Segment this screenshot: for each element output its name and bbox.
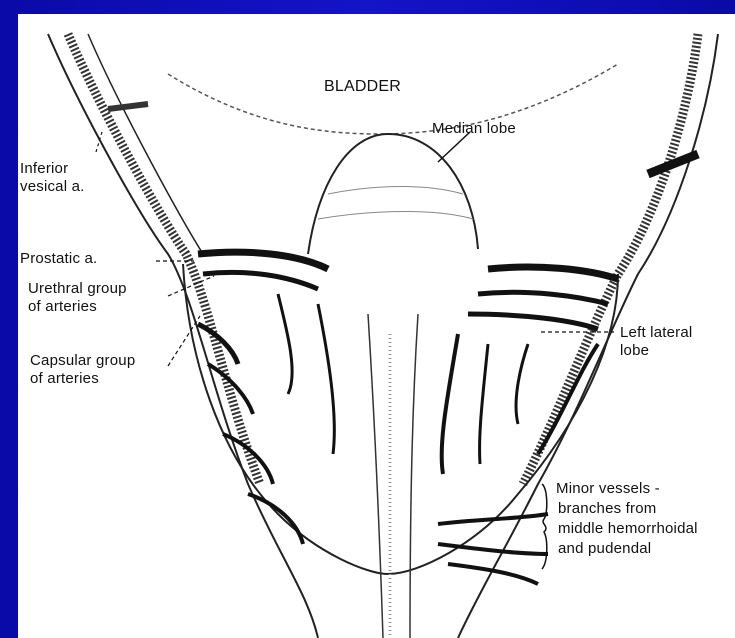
inferior-vesical-artery-right [523,34,698,484]
label-left-lateral-lobe-line2: lobe [620,342,649,360]
bladder-outline [168,64,618,134]
label-minor-vessels-line1: Minor vessels - [556,480,660,498]
leader-capsular [168,316,200,366]
leader-urethral [168,276,214,296]
capsular-arteries-right [538,344,598,454]
label-prostatic-artery: Prostatic a. [20,250,97,268]
label-median-lobe: Median lobe [432,120,516,138]
left-pelvic-wall [48,34,318,638]
label-minor-vessels-line2: branches from [558,500,656,518]
urethral-arteries-right [488,267,618,279]
label-capsular-group-line1: Capsular group [30,352,135,370]
label-urethral-group-line2: of arteries [28,298,97,316]
label-bladder: BLADDER [324,78,401,96]
label-left-lateral-lobe-line1: Left lateral [620,324,692,342]
label-inferior-vesical-line1: Inferior [20,160,68,178]
label-inferior-vesical-line2: vesical a. [20,178,85,196]
label-capsular-group-line2: of arteries [30,370,99,388]
label-urethral-group-line1: Urethral group [28,280,127,298]
minor-vessels-brace [542,484,547,569]
median-lobe-shape [308,134,478,254]
figure-panel: BLADDER Median lobe Inferior vesical a. … [18,14,735,638]
urethra [368,314,418,638]
label-minor-vessels-line4: and pudendal [558,540,651,558]
label-minor-vessels-line3: middle hemorrhoidal [558,520,698,538]
urethral-arteries-left [198,252,328,269]
